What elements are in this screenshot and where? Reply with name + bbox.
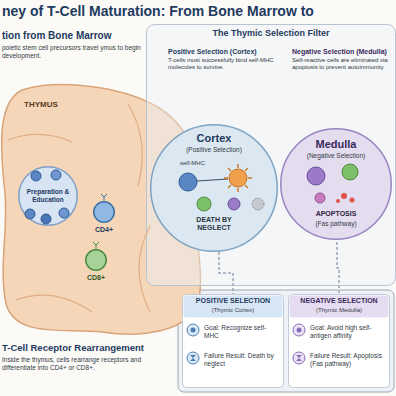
column-subheading: (Thymic Medulla) (290, 307, 388, 314)
column-heading: NEGATIVE SELECTION (290, 297, 388, 305)
cortex-circle-shape (151, 125, 278, 252)
molecule-label: self-MHC (180, 160, 224, 167)
goal-icon (293, 324, 305, 336)
outcome-detail: (Fas pathway) (286, 220, 386, 228)
apoptotic-fragment (341, 193, 347, 199)
region-subtitle: (Negative Selection) (286, 152, 386, 160)
binding-line (197, 179, 228, 181)
cd8-cell-outline (78, 248, 114, 288)
t-cell (197, 197, 211, 211)
column-heading: POSITIVE SELECTION (184, 297, 282, 305)
lobule-line (16, 295, 92, 312)
apc-spikes (224, 164, 252, 192)
failure-icon (187, 352, 199, 364)
failure-text: Failure Result: Death by neglect (204, 352, 280, 368)
section-heading: T-Cell Receptor Rearrangement (2, 342, 174, 353)
cell-label: CD4+ (86, 226, 122, 234)
goal-text: Goal: Recognize self-MHC (204, 324, 280, 340)
preparation-cluster-shape (19, 167, 78, 226)
section-heading: tion from Bone Marrow (2, 30, 142, 42)
apoptotic-fragment (336, 199, 340, 203)
region-title: Medulla (286, 138, 386, 151)
region-title: Cortex (164, 132, 264, 145)
summary-table-frame (178, 290, 394, 392)
goal-icon (191, 328, 196, 333)
precursor-cell (31, 171, 41, 181)
t-cell (228, 198, 240, 210)
section-description: Self-reactive cells are eliminated via a… (292, 57, 392, 71)
precursor-cell (41, 214, 51, 224)
failure-icon (293, 352, 305, 364)
medulla-circle: Negative Selection (Medulla)Self-reactiv… (280, 44, 394, 242)
header-band (290, 296, 389, 318)
cd8-cell: CD8+ (78, 248, 114, 288)
section-description: T-cells must successfully bind self-MHC … (168, 57, 280, 71)
section-description: poietic stem cell precursors travel ymus… (2, 44, 142, 60)
section-heading: Positive Selection (Cortex) (168, 48, 286, 56)
apoptotic-cell (315, 193, 325, 203)
apoptotic-fragment (350, 198, 355, 203)
summary-column: POSITIVE SELECTION (Thymic Cortex) Goal: R… (182, 294, 284, 388)
outcome-label: APOPTOSIS (286, 210, 386, 218)
header-band (184, 296, 283, 318)
cortex-circle: Positive Selection (Cortex)T-cells must … (150, 44, 288, 252)
selection-panel-shape (147, 25, 396, 286)
receptor-symbol (101, 194, 107, 201)
precursor-cell (59, 208, 69, 218)
section-description: Inside the thymus, cells rearrange recep… (2, 356, 174, 372)
summary-column: NEGATIVE SELECTION (Thymic Medulla) Goal: … (288, 294, 390, 388)
preparation-cluster: Preparation & Education (18, 166, 78, 226)
column-subheading: (Thymic Cortex) (184, 307, 282, 314)
precursor-cell (51, 170, 61, 180)
connector-line (219, 252, 233, 294)
diagram-title: ney of T-Cell Maturation: From Bone Marr… (2, 3, 394, 20)
goal-icon (187, 324, 199, 336)
antigen-presenting-cell (229, 169, 247, 187)
medulla-circle-shape (281, 129, 392, 240)
panel-title: The Thymic Selection Filter (146, 28, 396, 39)
t-cell (342, 164, 358, 180)
failure-icon (296, 355, 302, 361)
dying-cell (252, 198, 264, 210)
summary-column-shape (289, 295, 390, 388)
lobule-line (128, 104, 142, 186)
cd4-cell-shape (94, 202, 115, 223)
region-label: THYMUS (24, 100, 94, 110)
cd4-cell: CD4+ (86, 200, 122, 240)
section-heading: Negative Selection (Medulla) (292, 48, 392, 56)
failure-text: Failure Result: Apoptosis (Fas pathway) (310, 352, 386, 368)
summary-column-shape (183, 295, 284, 388)
lobule-line (139, 226, 150, 312)
cd8-cell-shape (86, 250, 107, 271)
cd4-cell-outline (86, 200, 122, 240)
lobule-line (8, 134, 72, 142)
selection-panel: Positive Selection (Cortex)T-cells must … (146, 24, 396, 286)
precursor-cell (25, 209, 35, 219)
connector-line (337, 242, 339, 294)
cell-label: CD8+ (78, 274, 114, 282)
t-cell (179, 173, 197, 191)
failure-icon (190, 355, 196, 361)
region-subtitle: (Positive Selection) (164, 146, 264, 154)
cluster-label: Preparation & Education (22, 188, 74, 204)
outcome-label: DEATH BY NEGLECT (184, 216, 244, 233)
receptor-symbol (93, 242, 99, 249)
t-cell (307, 167, 325, 185)
goal-icon (297, 328, 302, 333)
goal-text: Goal: Avoid high self-antigen affinity (310, 324, 386, 340)
